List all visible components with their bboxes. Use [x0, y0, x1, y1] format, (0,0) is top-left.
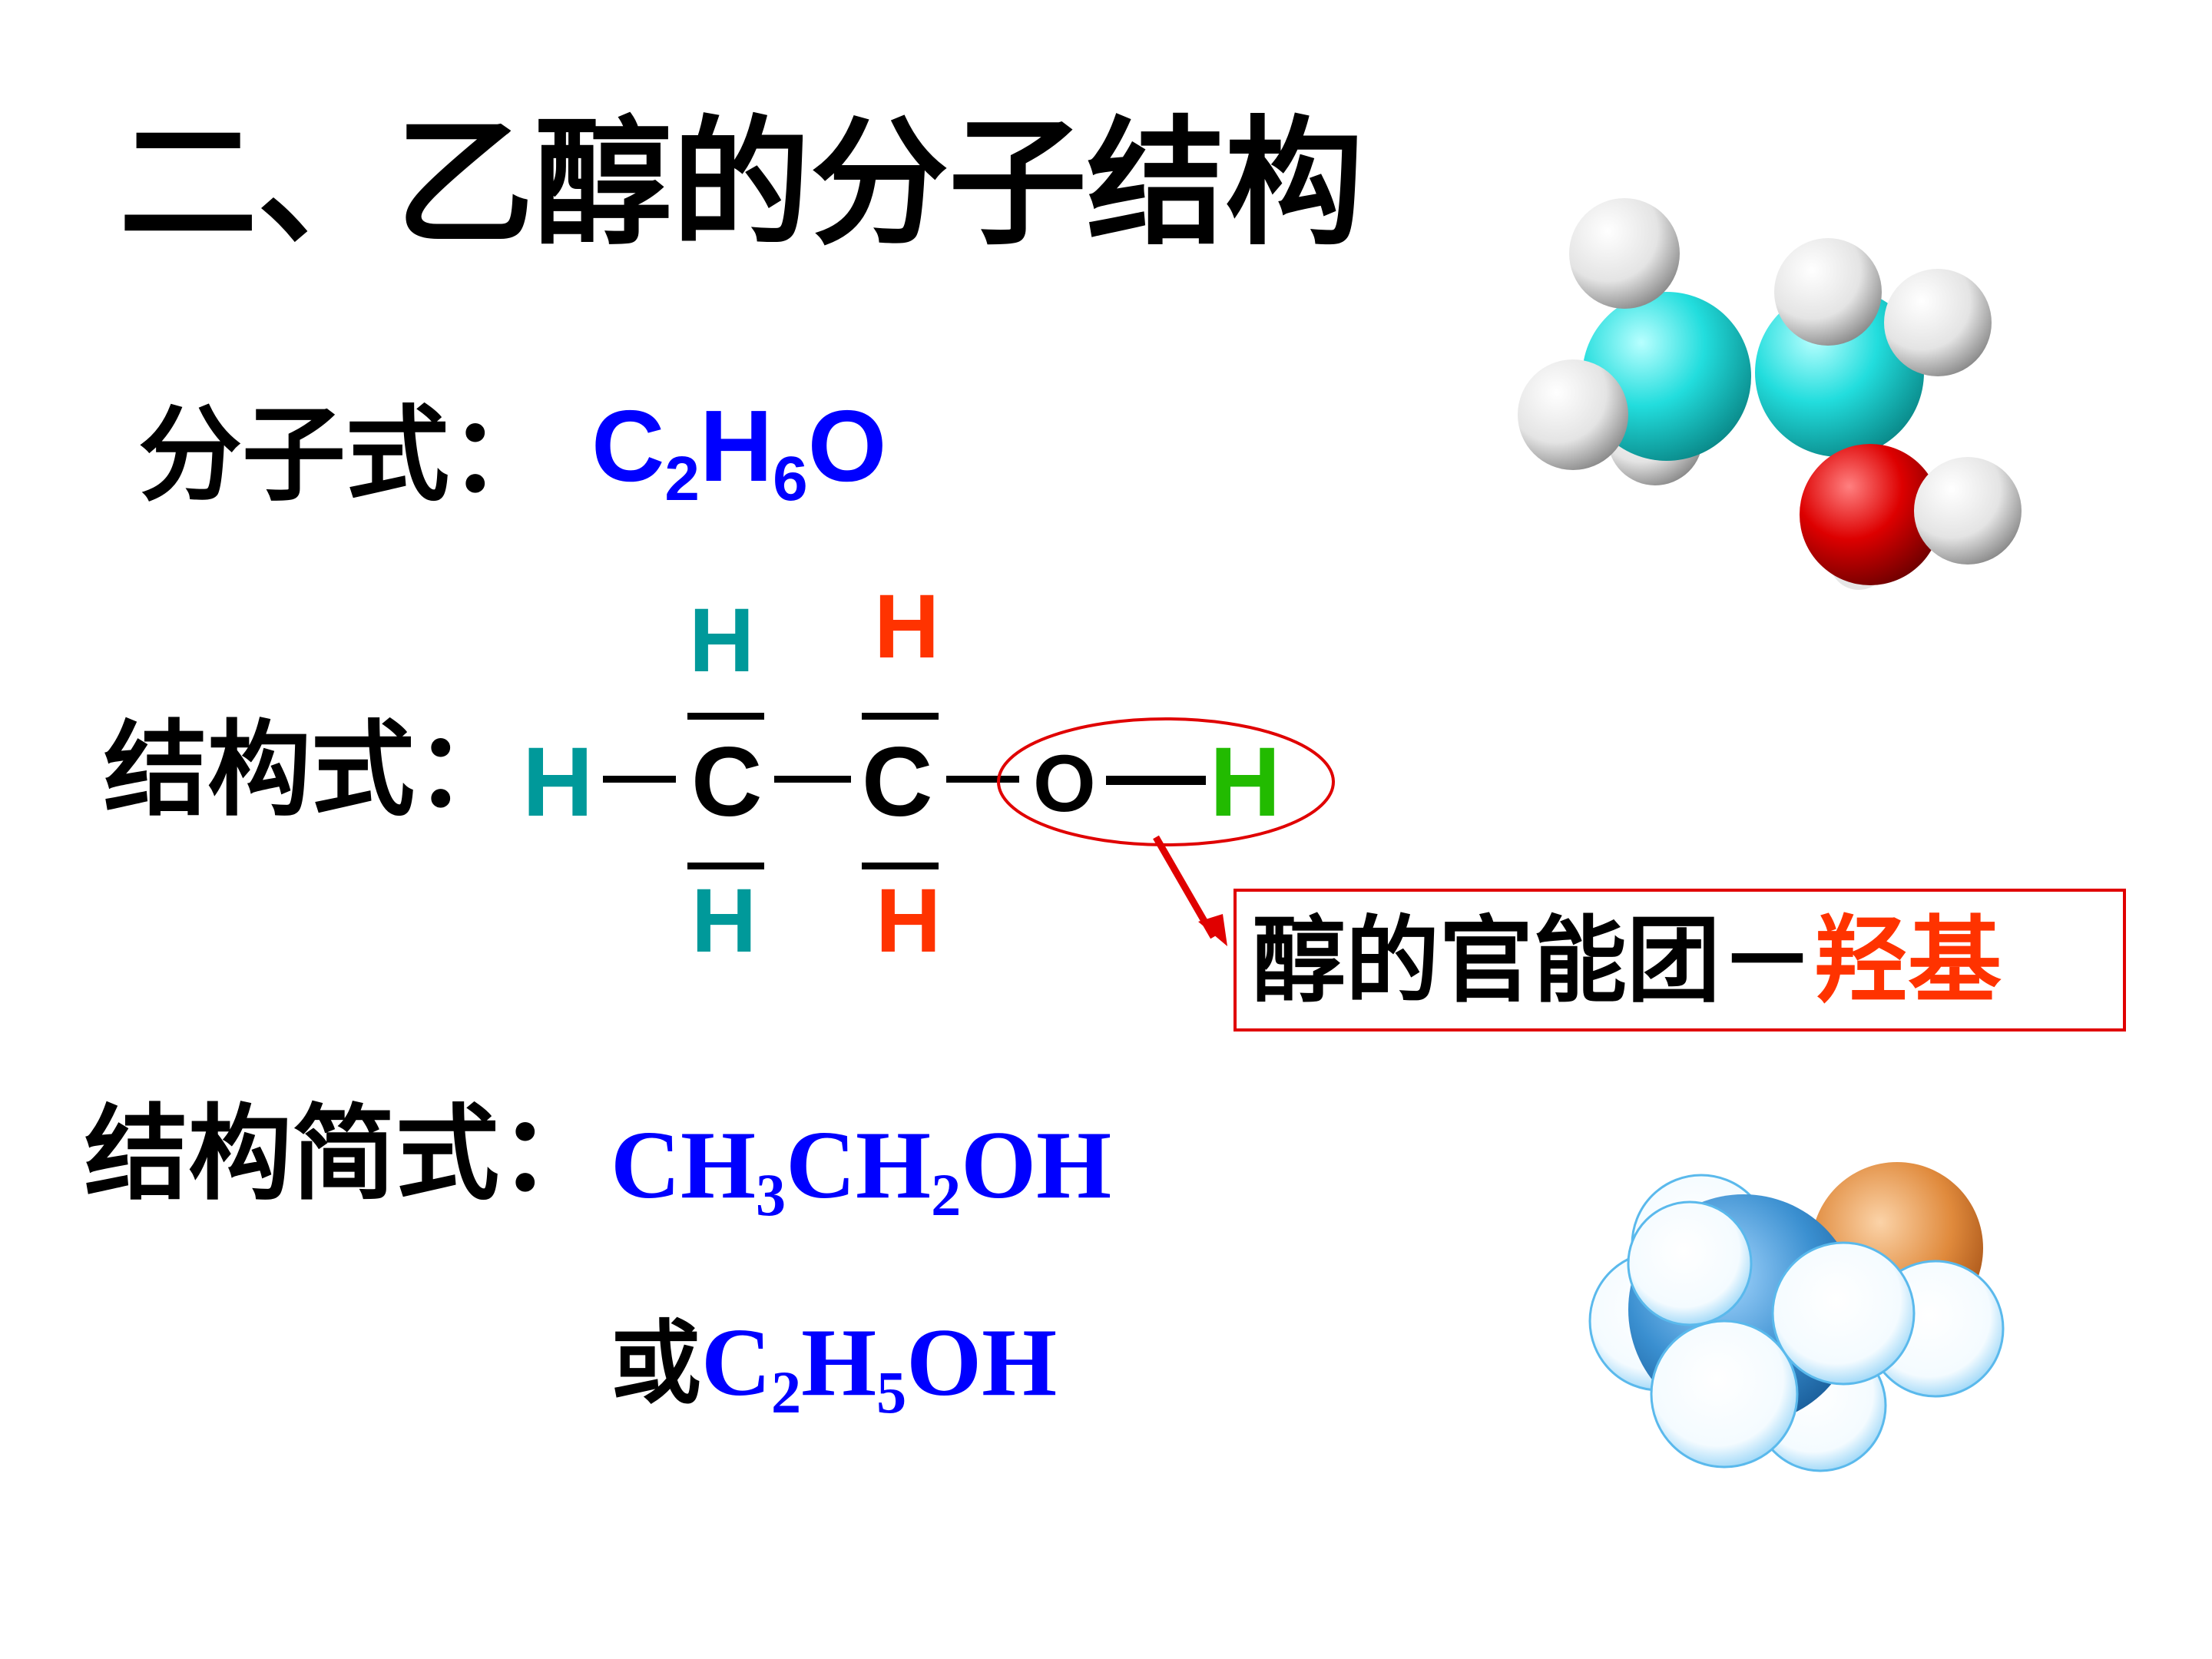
bond-c2-o — [946, 776, 1019, 783]
functional-group-box — [1233, 889, 2126, 1031]
condensed-formula-label: 结构简式： — [84, 1094, 603, 1214]
molecular-formula-label: 分子式： — [138, 395, 553, 515]
atom-h-left: H — [522, 727, 594, 837]
molecular-formula: C2H6O — [591, 389, 887, 514]
circle-highlight-icon — [997, 717, 1335, 946]
bond-vertical-c2-top — [862, 713, 939, 720]
atom-o: O — [1033, 739, 1096, 829]
bond-c1-c2 — [774, 776, 851, 783]
page-title: 二、乙醇的分子结构 — [119, 104, 1364, 264]
atom-h-top-1: H — [689, 590, 755, 691]
hydroxyl-highlight: 羟基 — [1814, 906, 2002, 1015]
atom-c1: C — [691, 727, 763, 837]
atom-c2: C — [862, 727, 933, 837]
condensed-formula-2: 或C2H5OH — [611, 1310, 1058, 1426]
bond-o-h — [1106, 776, 1206, 785]
structural-formula-label: 结构式： — [104, 710, 518, 830]
functional-group-text: 醇的官能团－羟基 — [1252, 906, 2002, 1015]
condensed-formula-1: CH3CH2OH — [611, 1112, 1112, 1229]
bond-vertical-c1-bottom — [687, 863, 764, 869]
bond-h-c1 — [603, 776, 676, 783]
space-filling-model-icon — [1588, 1162, 2005, 1472]
atom-h-top-2: H — [874, 576, 940, 677]
atom-h-bottom-2: H — [876, 870, 942, 972]
bond-vertical-c2-bottom — [862, 863, 939, 869]
atom-h-right: H — [1210, 727, 1281, 837]
bond-vertical-c1-top — [687, 713, 764, 720]
ball-and-stick-model-icon — [1518, 198, 2022, 590]
atom-h-bottom-1: H — [691, 870, 757, 972]
